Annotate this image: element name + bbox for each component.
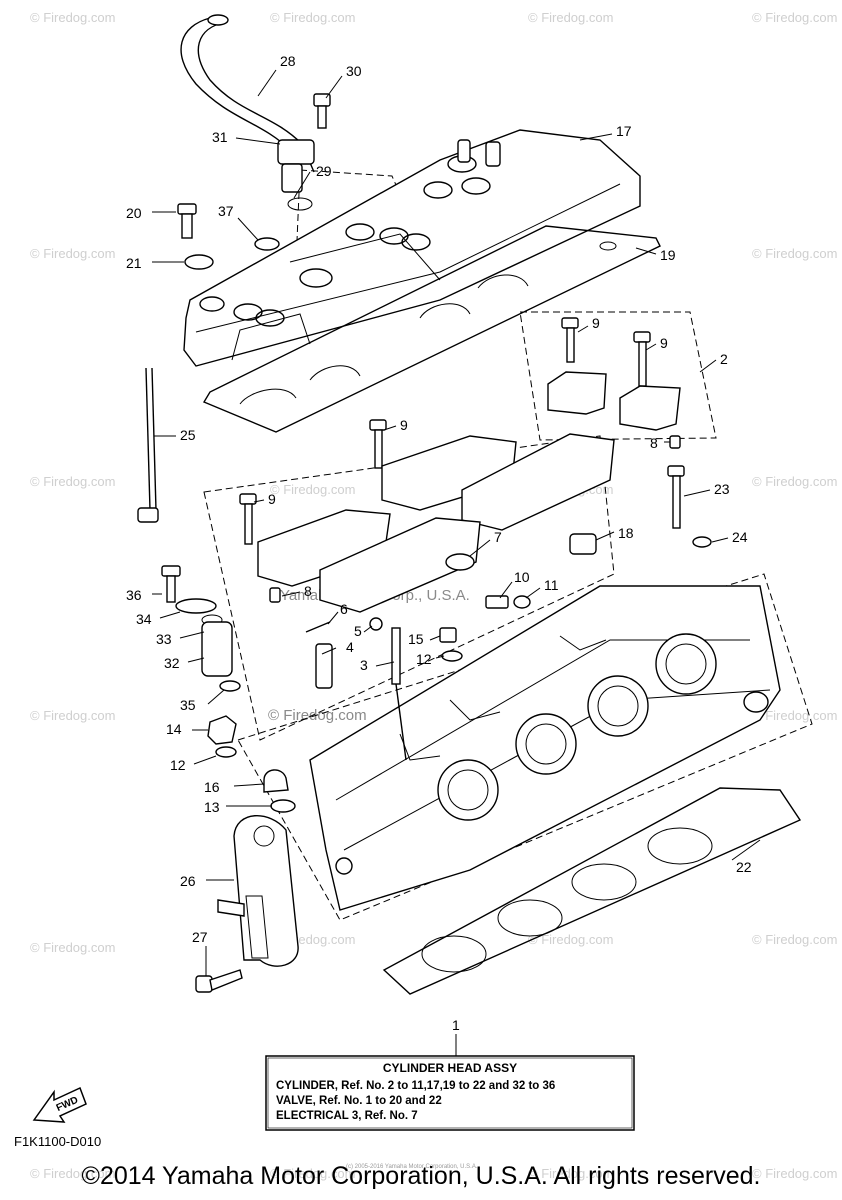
diagram-code: F1K1100-D010 (14, 1134, 101, 1149)
callout-label: 18 (618, 525, 634, 541)
callout-label: 27 (192, 929, 208, 945)
callout-label: 21 (126, 255, 142, 271)
watermark: © Firedog.com (270, 1166, 355, 1181)
watermark: © Firedog.com (270, 482, 355, 497)
cylinder-head-gasket (382, 787, 802, 995)
callout-label: 17 (616, 123, 632, 139)
breather-hose (180, 14, 315, 211)
callout-label: 15 (408, 631, 424, 647)
cylinder-head (309, 585, 781, 911)
copyright-notice: ©2014 Yamaha Motor Corporation, U.S.A. A… (81, 1162, 761, 1190)
watermark: © Firedog.com (752, 10, 837, 25)
callout-label: 33 (156, 631, 172, 647)
callout-label: 9 (592, 315, 600, 331)
bolt-23 (569, 465, 712, 555)
watermark: © Firedog.com (30, 474, 115, 489)
watermark: © Firedog.com (30, 940, 115, 955)
oil-filler-stack (161, 565, 296, 813)
callout-label: 20 (126, 205, 142, 221)
callout-label: 16 (204, 779, 220, 795)
callout-label: 34 (136, 611, 152, 627)
legend-line: ELECTRICAL 3, Ref. No. 7 (276, 1110, 418, 1122)
watermark: © Firedog.com (268, 707, 367, 724)
callout-label: 3 (360, 657, 368, 673)
watermark: © Firedog.com (752, 932, 837, 947)
callout-label: 9 (660, 335, 668, 351)
callout-label: 4 (346, 639, 354, 655)
callout-label: 28 (280, 53, 296, 69)
callout-label: 1 (452, 1017, 460, 1033)
camshaft-caps (239, 317, 681, 613)
callout-label: 11 (544, 577, 559, 593)
legend-line: VALVE, Ref. No. 1 to 20 and 22 (276, 1095, 442, 1107)
callout-label: 8 (650, 435, 658, 451)
callout-label: 6 (340, 601, 348, 617)
legend-title: CYLINDER HEAD ASSY (383, 1061, 517, 1075)
watermark: © Firedog.com (752, 1166, 837, 1181)
watermark: © Firedog.com (30, 1166, 115, 1181)
callout-label: 26 (180, 873, 196, 889)
head-cover-gasket (202, 225, 661, 433)
callout-label: 14 (166, 721, 182, 737)
tiny-copyright-notice: (c) 2005-2016 Yamaha Motor Corporation, … (346, 1164, 478, 1170)
callout-label: 23 (714, 481, 730, 497)
leader-lines (152, 69, 761, 1056)
callout-label: 25 (180, 427, 196, 443)
callout-label: 13 (204, 799, 220, 815)
callout-label: 35 (180, 697, 196, 713)
watermark: © Firedog.com (528, 10, 613, 25)
watermark: © Firedog.com (30, 10, 115, 25)
watermark: © Firedog.com (30, 708, 115, 723)
dipstick (137, 367, 159, 523)
callout-label: 32 (164, 655, 180, 671)
callout-label: 36 (126, 587, 142, 603)
watermark: © Firedog.com (270, 10, 355, 25)
forward-arrow-icon: FWD (32, 1086, 87, 1123)
side-cover-plate (195, 815, 299, 993)
legend-line: CYLINDER, Ref. No. 2 to 11,17,19 to 22 a… (276, 1080, 555, 1092)
valve-components (305, 553, 531, 761)
callout-label: 22 (736, 859, 752, 875)
watermark: © Firedog.com (752, 246, 837, 261)
watermark: © Firedog.com (752, 708, 837, 723)
callout-label: 10 (514, 569, 530, 585)
assembly-legend-box: CYLINDER HEAD ASSY CYLINDER, Ref. No. 2 … (265, 1055, 635, 1131)
callout-label: 37 (218, 203, 234, 219)
callout-label: 9 (400, 417, 408, 433)
callout-label: 7 (494, 529, 502, 545)
callout-label: 30 (346, 63, 362, 79)
watermark: © Firedog.com (752, 474, 837, 489)
callout-label: 12 (416, 651, 432, 667)
callout-label: 8 (304, 583, 312, 599)
callout-label: 2 (720, 351, 728, 367)
bolt-30 (313, 93, 331, 129)
callout-label: 12 (170, 757, 186, 773)
callout-label: 24 (732, 529, 748, 545)
callout-label: 31 (212, 129, 228, 145)
grommets (177, 203, 280, 270)
callout-label: 5 (354, 623, 362, 639)
callout-label: 19 (660, 247, 676, 263)
callout-label: 29 (316, 163, 332, 179)
cylinder-head-cover (183, 129, 641, 367)
watermark: © Firedog.com (30, 246, 115, 261)
callout-label: 9 (268, 491, 276, 507)
watermark: © Firedog.com (528, 932, 613, 947)
callout-numbers: 28 30 31 17 29 20 37 21 19 9 9 2 25 9 8 … (126, 53, 752, 1033)
watermark: © Firedog.com (528, 1166, 613, 1181)
